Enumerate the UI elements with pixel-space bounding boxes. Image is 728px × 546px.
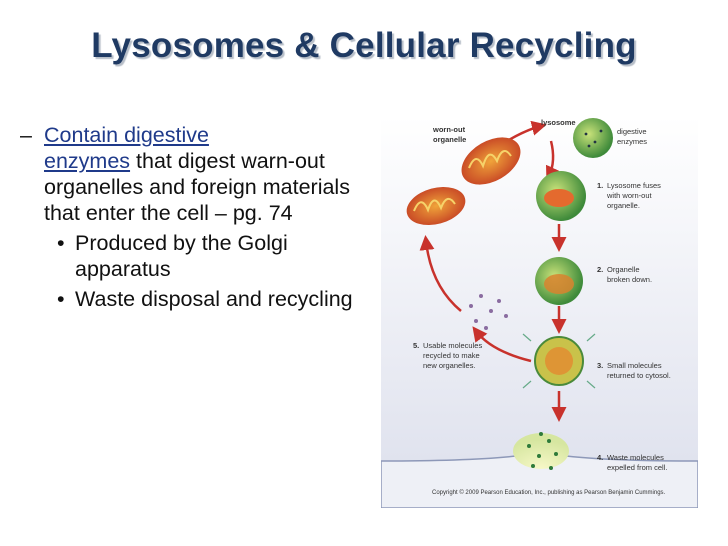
slide-body: – Contain digestive enzymes that digest … bbox=[20, 122, 365, 312]
bullet-dot: • bbox=[57, 287, 65, 311]
lysosome-recycling-figure: lysosome worn-out organelle digestive en… bbox=[381, 116, 698, 508]
label-digestive-1: digestive bbox=[617, 127, 647, 136]
worn-out-mitochondrion bbox=[461, 137, 521, 185]
step2-line2: broken down. bbox=[607, 275, 652, 284]
label-lysosome: lysosome bbox=[541, 118, 576, 127]
step1-number: 1. bbox=[597, 181, 603, 190]
bullet-text: that digest warn-out organelles and fore… bbox=[44, 149, 350, 225]
sub-bullet-waste: • Waste disposal and recycling bbox=[20, 286, 365, 312]
bullet-dot: • bbox=[57, 231, 65, 255]
usable-molecules bbox=[469, 294, 508, 330]
arrow-fuse-2 bbox=[546, 140, 560, 182]
slide-title: Lysosomes & Cellular Recycling bbox=[91, 26, 637, 65]
step4-number: 4. bbox=[597, 453, 603, 462]
step5-line2: recycled to make bbox=[423, 351, 480, 360]
step1-line3: organelle. bbox=[607, 201, 640, 210]
step5-line1: Usable molecules bbox=[423, 341, 482, 350]
dash-marker: – bbox=[20, 123, 32, 147]
step1-line2: with worn-out bbox=[606, 191, 653, 200]
arrow-step5 bbox=[472, 326, 532, 363]
label-worn-out-2: organelle bbox=[433, 135, 466, 144]
step2-number: 2. bbox=[597, 265, 603, 274]
sub-bullet-text: Waste disposal and recycling bbox=[75, 287, 353, 311]
new-mitochondrion bbox=[406, 186, 466, 226]
digestive-enzymes-link-2[interactable]: enzymes bbox=[44, 149, 131, 173]
fused-lysosome bbox=[536, 171, 586, 221]
lysosome bbox=[573, 118, 613, 158]
digestive-enzymes-link-1[interactable]: Contain digestive bbox=[44, 123, 209, 147]
organelle-breakdown bbox=[535, 257, 583, 305]
step3-number: 3. bbox=[597, 361, 603, 370]
step5-line3: new organelles. bbox=[423, 361, 476, 370]
step2-line1: Organelle bbox=[607, 265, 640, 274]
waste-molecules bbox=[527, 432, 558, 470]
step4-line1: Waste molecules bbox=[607, 453, 664, 462]
arrow-recycle bbox=[419, 235, 462, 312]
step3-line1: Small molecules bbox=[607, 361, 662, 370]
sub-bullet-text: Produced by the Golgi apparatus bbox=[75, 231, 288, 281]
small-molecules-release bbox=[522, 333, 596, 389]
waste-bulge bbox=[513, 433, 569, 469]
step3-line2: returned to cytosol. bbox=[607, 371, 671, 380]
step1-line1: Lysosome fuses bbox=[607, 181, 661, 190]
label-digestive-2: enzymes bbox=[617, 137, 647, 146]
step5-number: 5. bbox=[413, 341, 419, 350]
step4-line2: expelled from cell. bbox=[607, 463, 667, 472]
main-bullet: – Contain digestive enzymes that digest … bbox=[20, 122, 365, 226]
figure-copyright: Copyright © 2009 Pearson Education, Inc.… bbox=[432, 490, 666, 496]
label-worn-out-1: worn-out bbox=[432, 125, 466, 134]
sub-bullet-golgi: • Produced by the Golgi apparatus bbox=[20, 230, 365, 282]
